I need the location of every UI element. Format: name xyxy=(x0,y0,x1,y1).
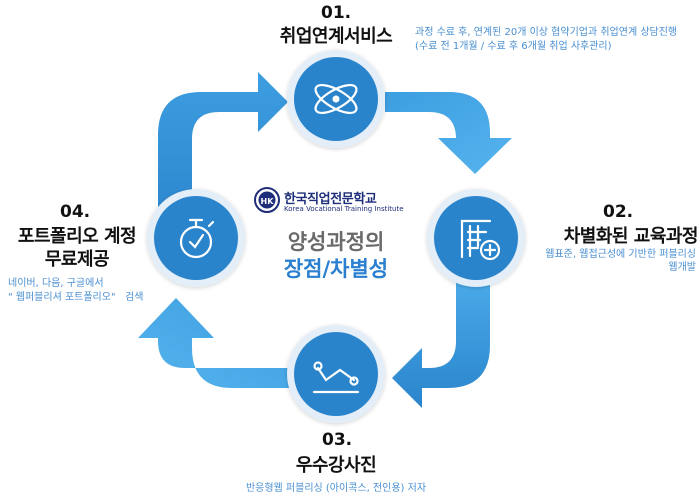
line-chart-icon xyxy=(312,361,360,394)
cycle-arrow-1-to-2 xyxy=(385,92,512,174)
stopwatch-icon xyxy=(179,218,215,259)
step-3-desc: 반응형웹 퍼블리싱 (아이콕스, 전인용) 저자 xyxy=(245,483,427,494)
center-headline-2: 장점/차별성 xyxy=(283,257,389,281)
step-4-title-line-2: 무료제공 xyxy=(44,249,110,270)
step-1-desc-line-1: 과정 수료 후, 연계된 20개 이상 협약기업과 취업연계 상담진행 xyxy=(415,27,678,38)
logo-mark-text: HK xyxy=(261,197,275,206)
step-2-desc-line-1: 웹표준, 웹접근성에 기반한 퍼블리싱 xyxy=(545,249,696,260)
school-name: 한국직업전문학교 xyxy=(284,192,377,207)
school-logo-mark: HK xyxy=(254,187,280,213)
center-headline-1: 양성과정의 xyxy=(287,230,385,254)
step-4-number: 04. xyxy=(60,202,91,222)
step-2-number: 02. xyxy=(603,202,634,222)
step-3-title: 우수강사진 xyxy=(295,455,377,476)
step-4-title-line-1: 포트폴리오 계정 xyxy=(17,226,137,247)
step-3-number: 03. xyxy=(322,430,353,450)
step-4-desc-line-1: 네이버, 다음, 구글에서 xyxy=(8,278,104,289)
step-2-desc-line-2: 웹개발 xyxy=(668,262,696,273)
step-2-title: 차별화된 교육과정 xyxy=(563,226,699,247)
step-1-desc-line-2: (수료 전 1개월 / 수료 후 6개월 취업 사후관리) xyxy=(415,41,612,52)
step-1-number: 01. xyxy=(321,3,352,23)
cycle-arrow-3-to-4 xyxy=(138,298,290,388)
document-plus-icon xyxy=(460,219,501,261)
atom-icon xyxy=(314,84,358,114)
school-name-en: Korea Vocational Training Institute xyxy=(284,205,404,213)
step-2-circle xyxy=(427,189,525,287)
step-4-desc-line-2: " 웹퍼블리셔 포트폴리오" 검색 xyxy=(8,292,144,303)
step-1-title: 취업연계서비스 xyxy=(279,26,393,47)
step-4-circle xyxy=(147,189,245,287)
cycle-arrow-2-to-3 xyxy=(392,280,490,408)
